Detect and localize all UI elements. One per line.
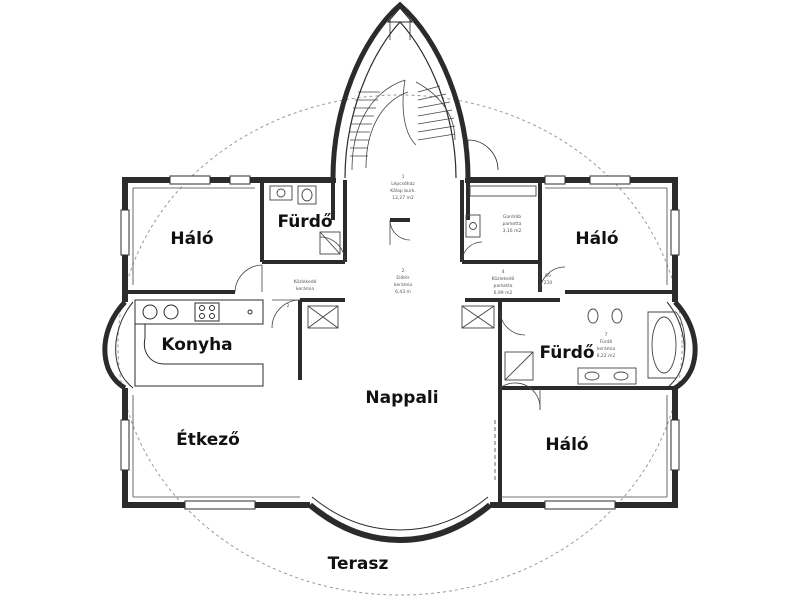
room-label-nappali: Nappali [365,388,438,408]
stair-hall-area: 12,27 m2 [392,195,414,201]
corridor-left-name: Közlekedő [294,279,317,285]
hall-name: Előtér [396,274,409,281]
corridor-right-name: Közlekedő [492,276,515,282]
wall-inner-lines [132,187,668,498]
room-label-halo-top-left: Háló [170,229,213,249]
bath-right-name: Fürdő [600,339,613,345]
room-annotations: 1 Lépcsőház Kőlap burk. 12,27 m2 2 Előté… [287,174,616,359]
stair-tower [330,1,499,179]
windows [120,175,680,510]
site-outline-ellipse [117,94,683,596]
room-label-halo-top-right: Háló [575,229,618,249]
top-bathroom-fixtures [269,185,341,255]
doors [234,219,566,480]
bath-right-number: 7 [605,332,608,338]
door-mark-right-height: 210 [544,280,553,286]
room-labels: Háló Fürdő Háló Konyha Nappali Fürdő Étk… [161,212,618,574]
room-label-halo-bottom-right: Háló [545,435,588,455]
kitchen-counter [134,299,264,387]
stair-hall-name: Lépcsőház [391,180,415,187]
living-room-bay [308,496,492,544]
right-bathroom-fixtures [504,308,686,385]
room-label-furdo-right: Fürdő [539,343,594,363]
stair-hall-number: 1 [402,174,405,180]
door-mark-right-width: 90 [545,273,551,279]
service-shafts [307,305,495,329]
room-label-furdo-top: Fürdő [277,212,332,232]
wardrobe-floor: parketta [503,221,522,227]
room-label-terasz: Terasz [328,554,389,574]
bath-right-floor: kerámia [597,345,615,352]
door-mark-left: 2 [287,303,290,309]
stair-treads [350,79,456,171]
bath-right-area: 8,22 m2 [597,353,616,359]
left-bay-window [102,300,134,391]
wardrobe-name: Gardrób [503,213,521,220]
right-bay-window [666,300,698,391]
hall-area: 6,43 m [395,289,411,295]
wardrobe-fixtures [465,185,537,238]
stair-hall-floor: Kőlap burk. [390,188,416,194]
room-label-etkezo: Étkező [176,428,240,450]
hall-floor: kerámia [394,281,412,288]
corridor-left-floor: kerámia [296,285,314,292]
hall-number: 2 [402,268,405,274]
corridor-right-number: 4 [502,269,505,275]
wardrobe-area: 3,16 m2 [503,228,522,234]
room-label-konyha: Konyha [161,335,232,355]
corridor-right-area: 6,99 m2 [494,290,513,296]
corridor-right-floor: parketta [494,283,513,289]
